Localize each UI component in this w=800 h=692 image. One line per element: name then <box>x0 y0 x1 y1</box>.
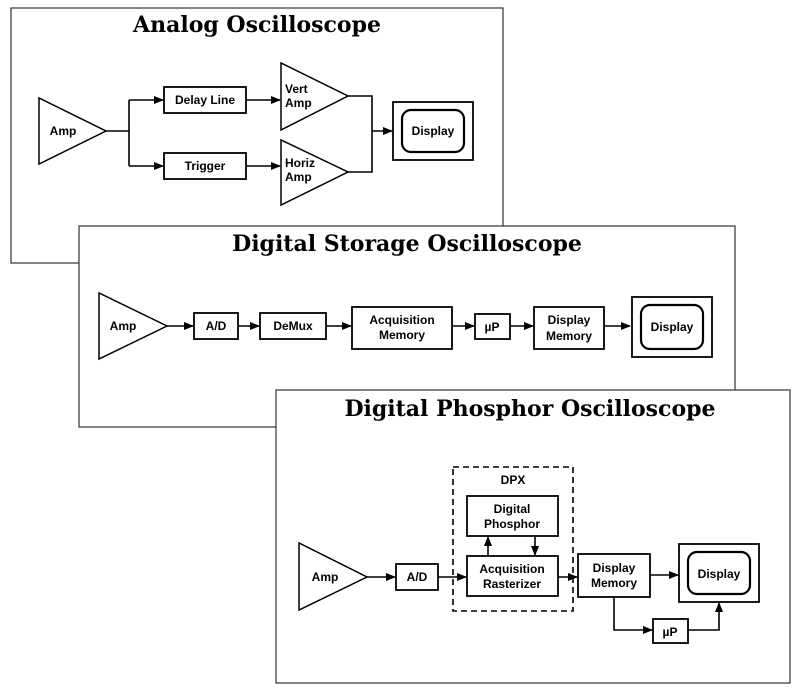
dpo-amp-triangle <box>298 541 369 612</box>
analog-amp-label: Amp <box>50 124 77 138</box>
dso-amp-triangle <box>98 291 169 361</box>
analog-horiz-amp-label-2: Amp <box>285 170 312 184</box>
dso-display-memory-label-1: Display <box>548 313 591 327</box>
dpo-panel: Digital Phosphor Oscilloscope Amp A/D DP… <box>275 389 791 684</box>
analog-amp-triangle <box>38 96 108 166</box>
analog-horiz-amp-label-1: Horiz <box>285 156 315 170</box>
analog-vert-amp-triangle <box>280 61 350 132</box>
analog-oscilloscope-panel: Analog Oscilloscope Amp Delay Line Trigg… <box>10 7 504 264</box>
dso-display-screen <box>639 303 705 351</box>
dpo-up-label: µP <box>663 625 678 639</box>
analog-vert-amp-label-2: Amp <box>285 96 312 110</box>
analog-display-label: Display <box>412 124 455 138</box>
dpo-acq-rasterizer-box <box>466 555 559 597</box>
dso-display-memory-box <box>533 306 605 350</box>
dso-display-memory-label-2: Memory <box>546 329 592 343</box>
dpo-ad-label: A/D <box>407 570 428 584</box>
dpo-display-memory-label-1: Display <box>593 561 636 575</box>
dso-title: Digital Storage Oscilloscope <box>232 231 582 257</box>
dpo-digital-phosphor-box <box>466 495 559 537</box>
analog-delay-line-label: Delay Line <box>175 93 235 107</box>
dpo-display-memory-label-2: Memory <box>591 576 637 590</box>
dpo-dispmem-to-up-arrow <box>613 597 653 634</box>
dpo-dpx-dashed-box <box>452 466 574 612</box>
dpo-display-label: Display <box>698 567 741 581</box>
dso-amp-label: Amp <box>110 319 137 333</box>
dso-ad-label: A/D <box>206 319 227 333</box>
analog-trigger-label: Trigger <box>185 159 226 173</box>
dpo-dpx-label: DPX <box>501 473 526 487</box>
dso-acq-memory-label-2: Memory <box>379 328 425 342</box>
dpo-title: Digital Phosphor Oscilloscope <box>344 396 715 422</box>
dso-demux-box <box>259 312 327 340</box>
dso-ad-box <box>193 312 239 340</box>
dpo-acq-rasterizer-label-2: Rasterizer <box>483 577 541 591</box>
dpo-amp-label: Amp <box>312 570 339 584</box>
dso-acq-memory-label-1: Acquisition <box>369 313 434 327</box>
dso-up-label: µP <box>485 320 500 334</box>
dso-acq-memory-box <box>351 306 453 350</box>
analog-merge-wire <box>348 95 373 173</box>
dpo-display-screen <box>686 550 752 596</box>
analog-title: Analog Oscilloscope <box>132 12 381 38</box>
dpo-digital-phosphor-label-2: Phosphor <box>484 517 540 531</box>
dpo-acq-rasterizer-label-1: Acquisition <box>479 562 544 576</box>
analog-display-screen <box>400 108 466 154</box>
dpo-digital-phosphor-label-1: Digital <box>494 502 531 516</box>
dpo-up-box <box>652 618 689 644</box>
dso-demux-label: DeMux <box>273 319 313 333</box>
analog-horiz-amp-triangle <box>280 138 350 207</box>
dpo-up-to-display-arrow <box>688 602 723 631</box>
dso-display-label: Display <box>651 320 694 334</box>
analog-vert-amp-label-1: Vert <box>285 82 308 96</box>
